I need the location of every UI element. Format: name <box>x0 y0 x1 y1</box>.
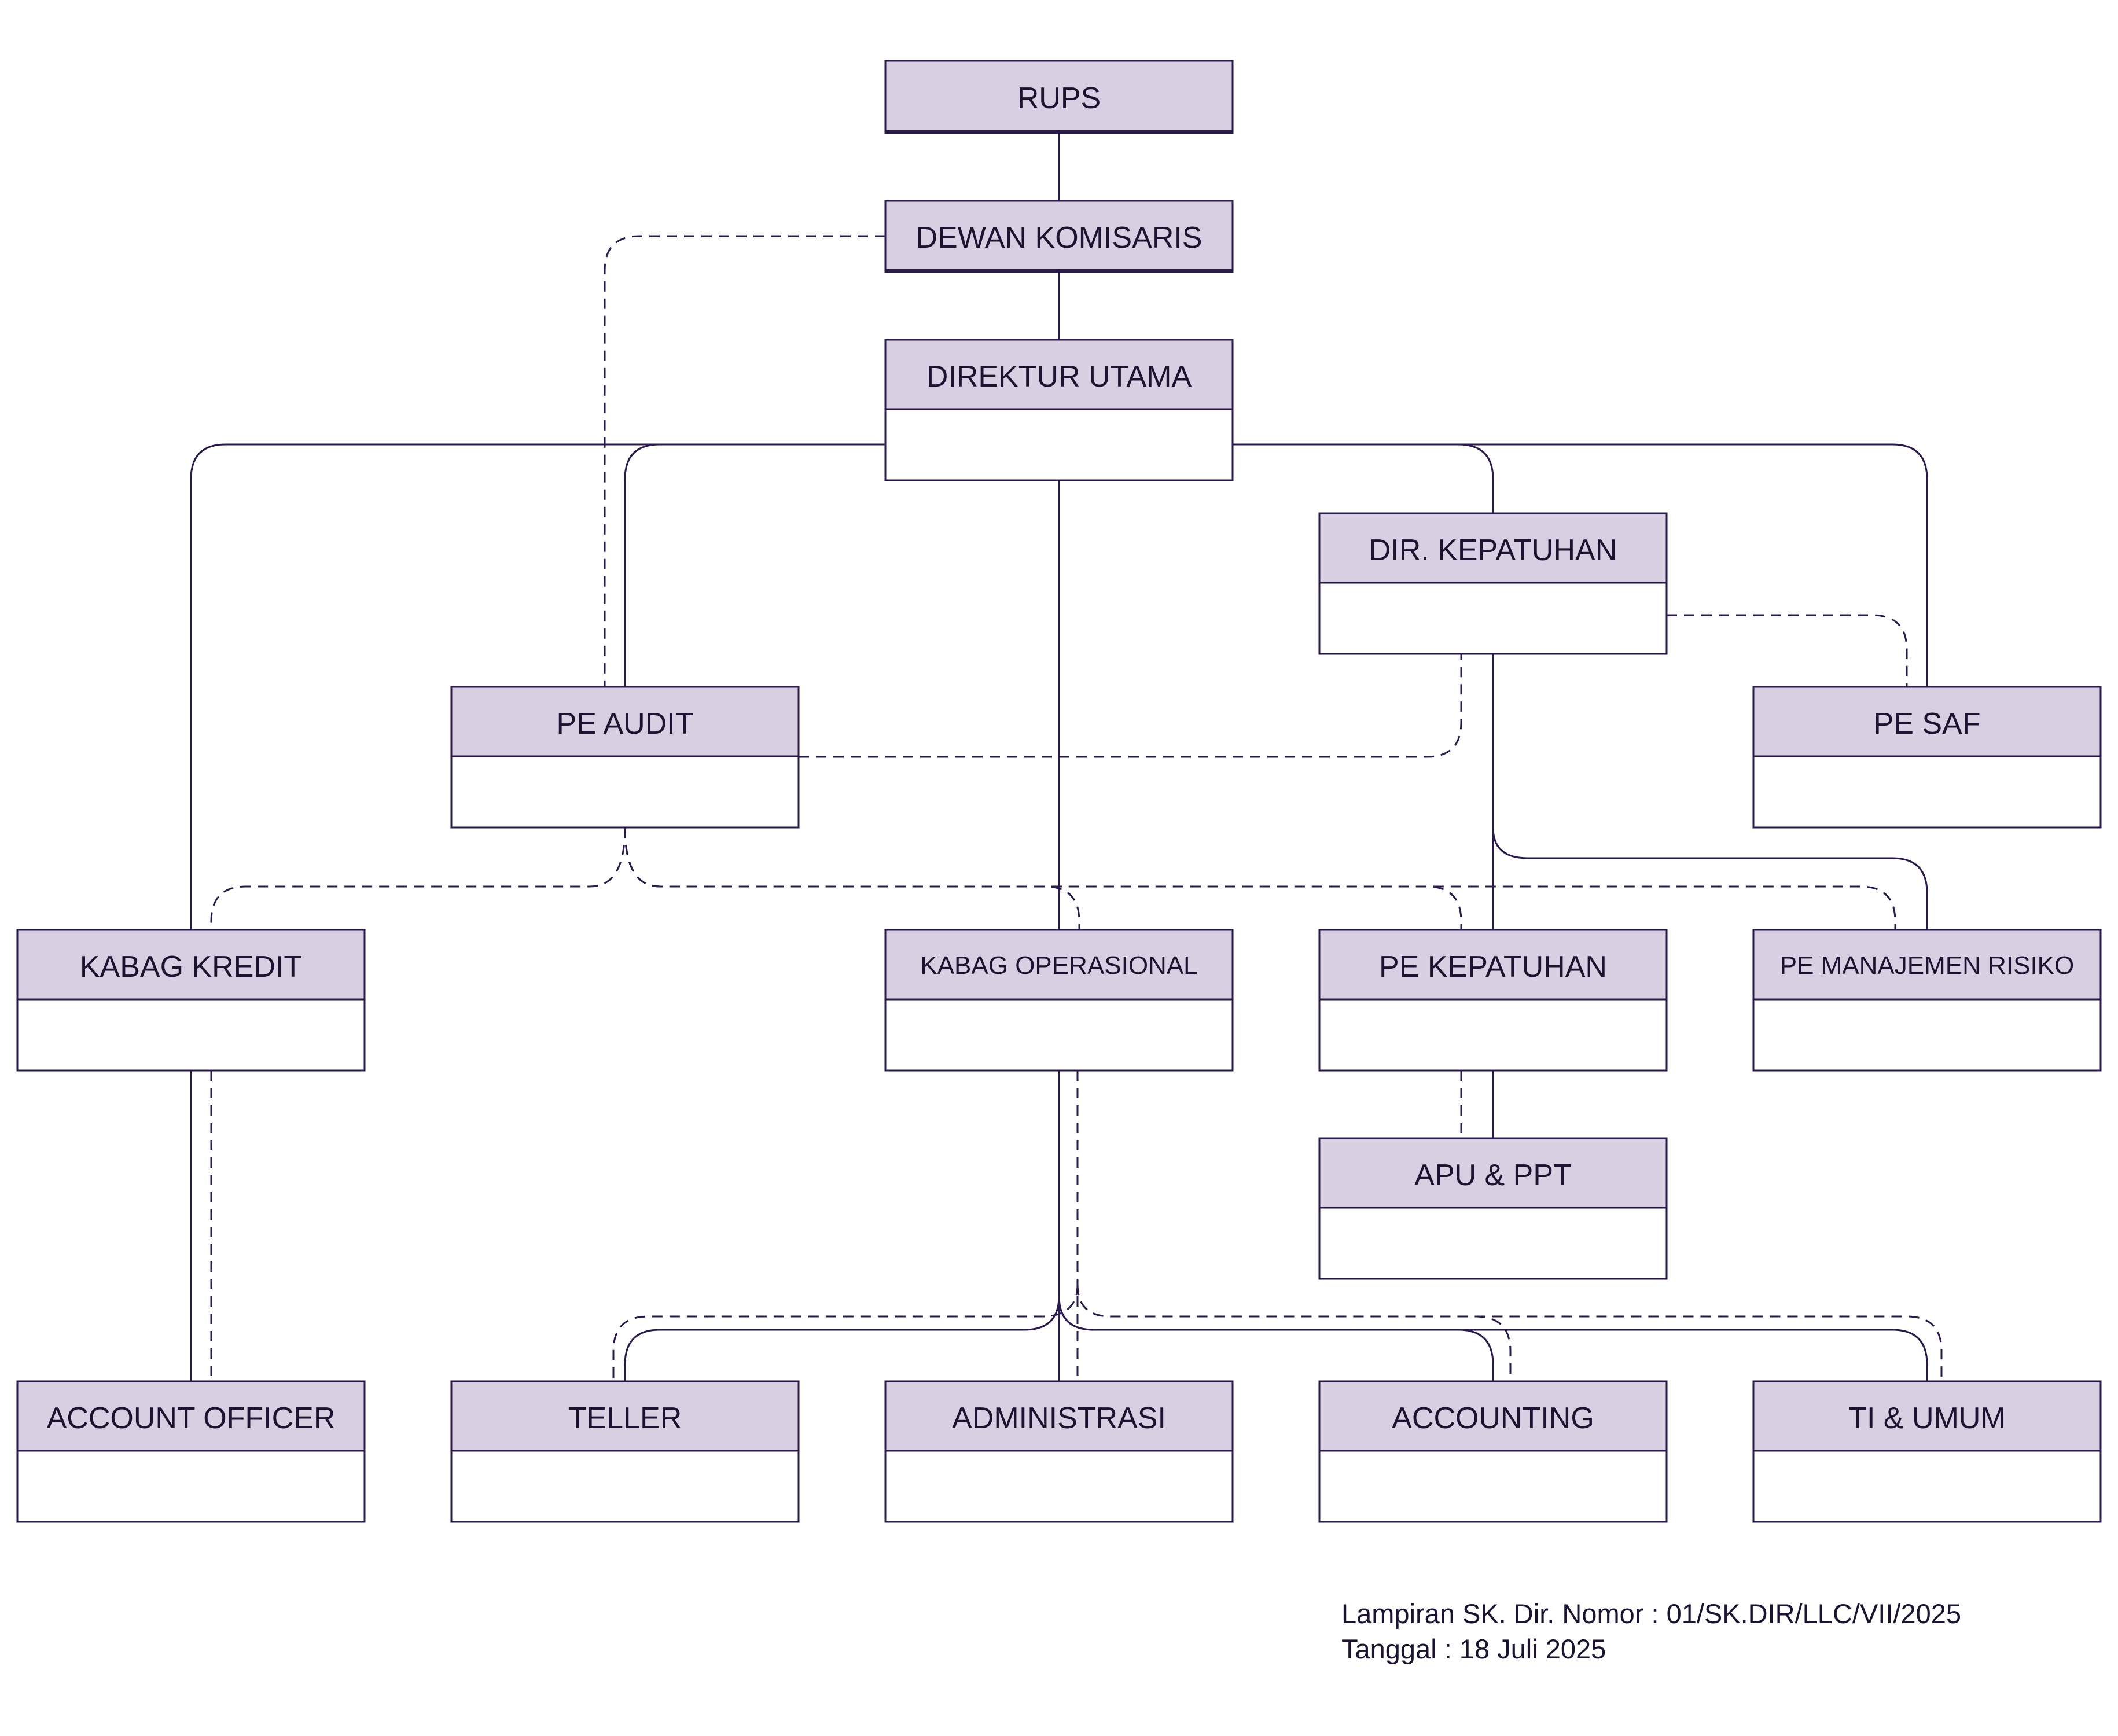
line-kabag-operasional-teller <box>624 1296 1060 1381</box>
node-apu-ppt: APU & PPT <box>1318 1137 1668 1280</box>
node-kabag-operasional: KABAG OPERASIONAL <box>884 929 1234 1072</box>
node-pe-saf: PE SAF <box>1752 686 2102 829</box>
dash-pe-audit-kabag-operasional <box>624 827 1080 930</box>
node-dewan-komisaris-label: DEWAN KOMISARIS <box>915 221 1202 255</box>
dash-kabag-operasional-teller <box>612 1284 1079 1381</box>
line-direktur-pe-saf <box>1233 443 1928 687</box>
dash-pe-audit-kabag-kredit <box>210 827 626 930</box>
line-direktur-pe-audit <box>624 443 885 687</box>
node-kabag-kredit: KABAG KREDIT <box>16 929 366 1072</box>
node-kabag-operasional-label: KABAG OPERASIONAL <box>920 951 1197 980</box>
dash-kabag-operasional-ti-umum <box>1076 1284 1943 1381</box>
node-teller: TELLER <box>450 1380 800 1523</box>
node-apu-ppt-label: APU & PPT <box>1414 1158 1572 1192</box>
node-ti-umum: TI & UMUM <box>1752 1380 2102 1523</box>
node-kabag-kredit-label: KABAG KREDIT <box>80 950 302 984</box>
node-direktur-utama: DIREKTUR UTAMA <box>884 339 1234 481</box>
line-direktur-kabag-kredit <box>190 443 885 930</box>
node-rups-label: RUPS <box>1017 82 1101 115</box>
connectors <box>190 133 1943 1381</box>
node-account-officer-label: ACCOUNT OFFICER <box>47 1402 336 1435</box>
footer-date: Tanggal : 18 Juli 2025 <box>1341 1634 1606 1664</box>
dash-pe-audit-dir-kepatuhan <box>799 654 1462 758</box>
node-rups: RUPS <box>884 60 1234 134</box>
footer-decree-number: Lampiran SK. Dir. Nomor : 01/SK.DIR/LLC/… <box>1341 1598 1962 1629</box>
dash-kabag-operasional-accounting <box>1076 1284 1512 1381</box>
node-pe-audit: PE AUDIT <box>450 686 800 829</box>
node-accounting: ACCOUNTING <box>1318 1380 1668 1523</box>
dash-pe-audit-pe-manajemen-risiko <box>624 827 1896 930</box>
line-kabag-operasional-accounting <box>1058 1296 1494 1381</box>
node-pe-manajemen-risiko: PE MANAJEMEN RISIKO <box>1752 929 2102 1072</box>
node-pe-kepatuhan: PE KEPATUHAN <box>1318 929 1668 1072</box>
line-direktur-dir-kepatuhan <box>1233 443 1494 513</box>
node-dewan-komisaris: DEWAN KOMISARIS <box>884 200 1234 273</box>
node-accounting-label: ACCOUNTING <box>1392 1402 1594 1435</box>
node-administrasi-label: ADMINISTRASI <box>952 1402 1166 1435</box>
node-account-officer: ACCOUNT OFFICER <box>16 1380 366 1523</box>
node-pe-kepatuhan-label: PE KEPATUHAN <box>1379 950 1607 984</box>
line-dir-kepatuhan-pe-manajemen-risiko <box>1492 827 1928 930</box>
dash-dewan-pe-audit <box>604 235 885 687</box>
footer-note: Lampiran SK. Dir. Nomor : 01/SK.DIR/LLC/… <box>1341 1596 1961 1667</box>
line-kabag-operasional-ti-umum <box>1058 1296 1928 1381</box>
dash-dir-kepatuhan-pe-saf <box>1667 614 1908 687</box>
node-pe-saf-label: PE SAF <box>1874 707 1981 741</box>
node-administrasi: ADMINISTRASI <box>884 1380 1234 1523</box>
node-ti-umum-label: TI & UMUM <box>1848 1402 2006 1435</box>
node-dir-kepatuhan-label: DIR. KEPATUHAN <box>1369 534 1617 567</box>
node-direktur-utama-label: DIREKTUR UTAMA <box>926 360 1192 393</box>
node-dir-kepatuhan: DIR. KEPATUHAN <box>1318 512 1668 655</box>
dash-pe-audit-pe-kepatuhan <box>624 827 1462 930</box>
node-pe-audit-label: PE AUDIT <box>557 707 694 741</box>
node-pe-manajemen-risiko-label: PE MANAJEMEN RISIKO <box>1780 951 2075 980</box>
node-teller-label: TELLER <box>568 1402 682 1435</box>
